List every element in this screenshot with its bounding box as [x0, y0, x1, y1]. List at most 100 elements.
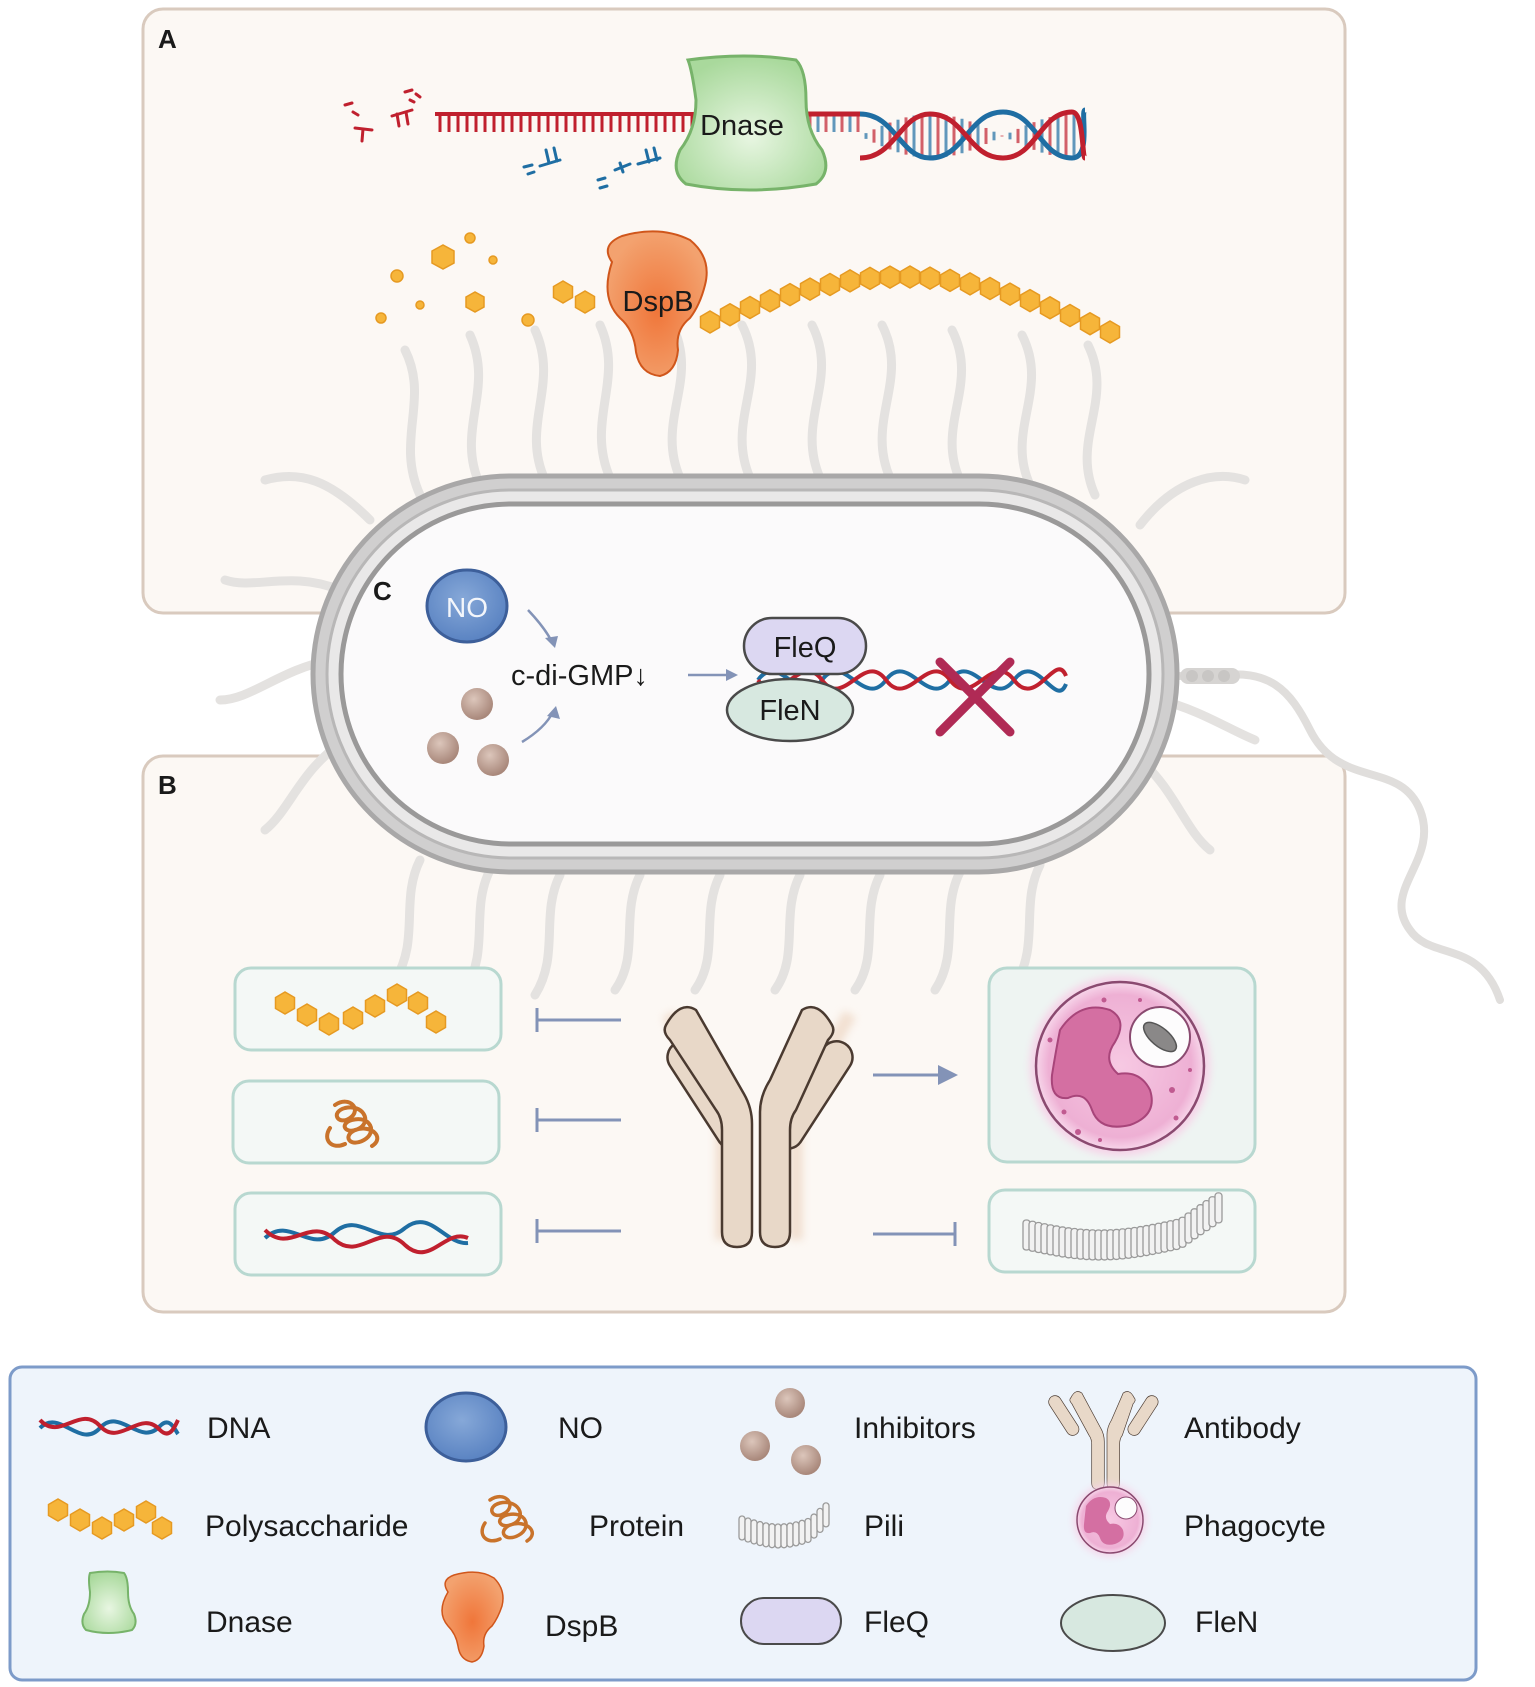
sugar-hexagon [364, 994, 386, 1018]
pili-segment [1214, 1192, 1223, 1224]
sugar-hexagon [1079, 311, 1101, 336]
fleq-protein: FleQ [742, 616, 868, 676]
pili-segment [798, 1519, 806, 1545]
sugar-hexagon [799, 277, 821, 301]
sugar-hexagon [839, 269, 861, 293]
pili-segment [768, 1523, 776, 1549]
box-polysaccharide-icon [274, 983, 447, 1036]
pili-segment [816, 1507, 824, 1534]
sugar-hexagon [91, 1516, 113, 1540]
sugar-hexagon [699, 310, 721, 334]
sugar-hexagon [759, 288, 781, 313]
sugar-hexagon [979, 276, 1001, 301]
legend-label-protein: Protein [589, 1510, 684, 1543]
dnase-enzyme: Dnase [674, 54, 828, 192]
effect-arrows-right [873, 1073, 957, 1246]
free-sugar-monomers [375, 232, 535, 327]
sugar-hexagon [407, 991, 429, 1015]
sugar-hexagon [899, 265, 921, 289]
dnase-icon [81, 1570, 137, 1634]
pili-segment [750, 1519, 758, 1545]
sugar-hexagon [1099, 320, 1121, 344]
pili-segment [780, 1523, 788, 1549]
sugar-hexagon [552, 280, 574, 304]
sugar-hexagon [879, 265, 901, 289]
panel-a-label: A [158, 24, 177, 54]
sugar-hexagon [296, 1003, 318, 1027]
flen-label: FleN [759, 695, 820, 727]
dnase-label: Dnase [700, 110, 784, 142]
antibody-icon-large [661, 1005, 857, 1249]
inhibitors-icon [740, 1388, 821, 1475]
pili-segment [762, 1522, 770, 1548]
dspb-enzyme: DspB [606, 230, 708, 378]
sugar-hexagon [69, 1508, 91, 1532]
pili-segment [822, 1502, 830, 1528]
sugar-hexagon [151, 1516, 173, 1540]
promote-arrowhead [938, 1065, 958, 1085]
panel-b-label: B [158, 770, 177, 800]
legend-label-no: NO [558, 1412, 603, 1445]
phagocyte-icon-large [1030, 976, 1210, 1156]
pathway-arrowheads [545, 636, 738, 719]
pili-segment [804, 1517, 812, 1544]
fleq-label: FleQ [774, 632, 837, 664]
inhibit-arrows-left [535, 1008, 621, 1243]
sugar-hexagon [274, 991, 296, 1015]
sugar-hexagon [574, 290, 596, 314]
flagellum-decoration [1176, 668, 1504, 1004]
sugar-hexagon [47, 1498, 69, 1522]
pili-segment [744, 1517, 752, 1543]
sugar-hexagon [719, 302, 741, 327]
sugar-hexagon [113, 1508, 135, 1532]
sugar-hexagon [318, 1012, 340, 1036]
legend-label-antibody: Antibody [1184, 1412, 1301, 1445]
no-molecule: NO [425, 568, 509, 644]
sugar-hexagon [1039, 295, 1061, 320]
sugar-hexagon [859, 266, 881, 291]
flen-icon [1060, 1594, 1166, 1652]
sugar-hexagon [779, 282, 801, 307]
pili-segment [792, 1521, 800, 1547]
panel-c-label: C [373, 576, 392, 606]
cdigmp-label: c-di-GMP↓ [511, 660, 648, 692]
sugar-hexagon [999, 282, 1021, 306]
pili-segment [810, 1513, 818, 1539]
polysaccharide-icon [47, 1498, 173, 1540]
inhibitor-particles [427, 688, 509, 776]
no-label: NO [446, 592, 488, 623]
fleq-icon [740, 1597, 842, 1645]
box-protein-icon [325, 1099, 380, 1148]
polysaccharide-chain [552, 265, 1121, 344]
target-box-dna [233, 1191, 503, 1277]
sugar-hexagon [425, 1010, 447, 1034]
sugar-hexagon [135, 1500, 157, 1524]
pili-icon [738, 1502, 830, 1549]
target-dna-cross-icon [935, 657, 1015, 737]
legend-label-flen: FleN [1195, 1606, 1258, 1639]
dspb-icon [441, 1571, 504, 1663]
sugar-hexagon [939, 268, 961, 293]
digested-dna-strand [343, 88, 700, 190]
pili-segment [756, 1520, 764, 1547]
legend-label-dspb: DspB [545, 1610, 618, 1643]
box-dna-icon [263, 1220, 469, 1255]
pili-segment [738, 1515, 746, 1541]
legend-label-dna: DNA [207, 1412, 270, 1445]
sugar-hexagon [386, 983, 408, 1007]
dna-icon [38, 1416, 180, 1437]
legend-label-polysaccharide: Polysaccharide [205, 1510, 408, 1543]
legend-label-inhibitors: Inhibitors [854, 1412, 976, 1445]
no-icon [424, 1391, 508, 1463]
bacterium-inner-membrane [338, 501, 1152, 847]
legend-label-phagocyte: Phagocyte [1184, 1510, 1326, 1543]
protein-icon [480, 1494, 534, 1543]
sugar-hexagon [819, 272, 841, 297]
flen-protein: FleN [725, 677, 855, 743]
legend-label-fleq: FleQ [864, 1606, 929, 1639]
legend-label-dnase: Dnase [206, 1606, 293, 1639]
box-pili-icon [1022, 1192, 1223, 1261]
sugar-hexagon [1059, 303, 1081, 328]
legend-label-pili: Pili [864, 1510, 904, 1543]
